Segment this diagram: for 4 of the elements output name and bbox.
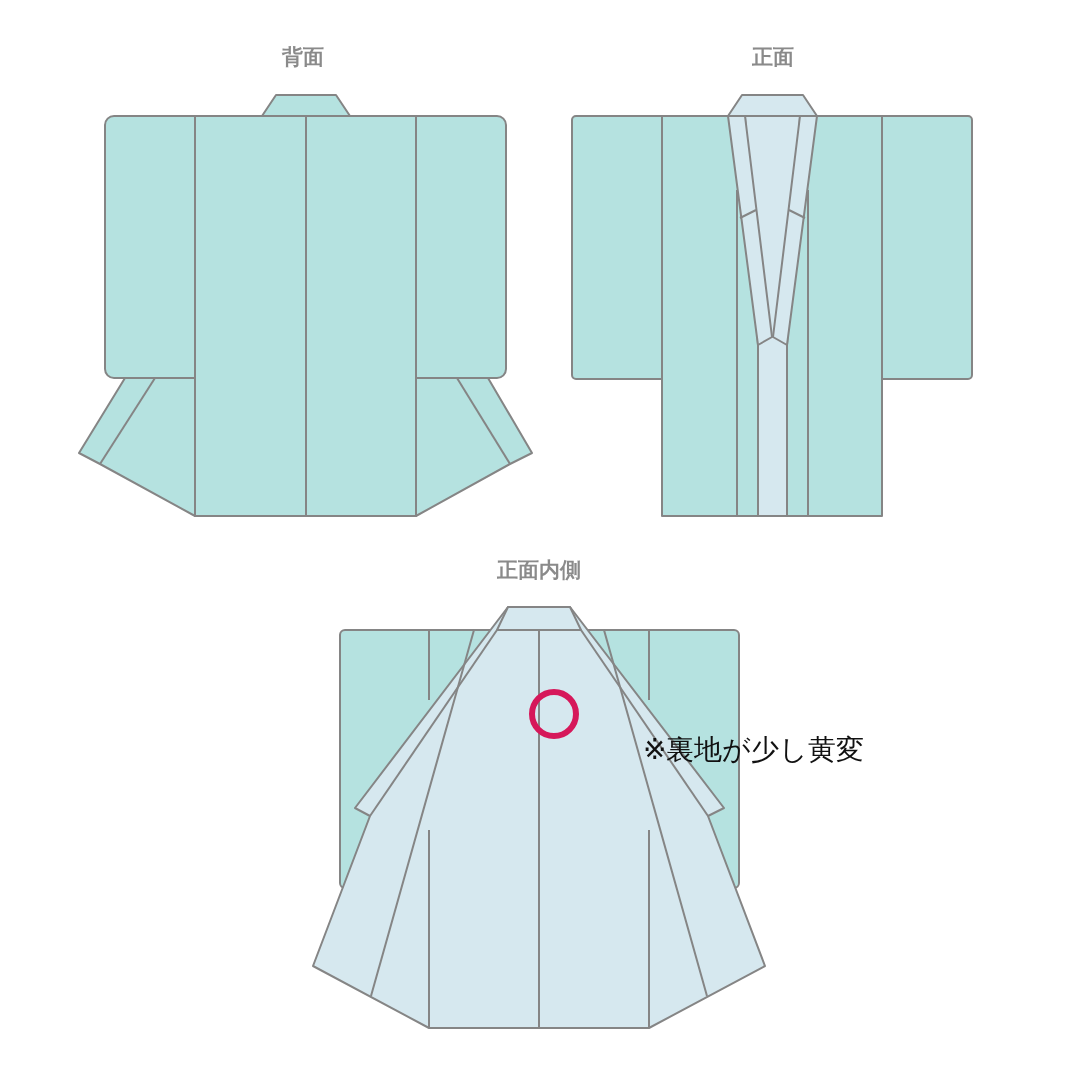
note-text: ※裏地が少し黄変 <box>643 736 865 764</box>
view-title: 背面 <box>282 47 324 68</box>
view-title: 正面 <box>752 47 794 68</box>
view-title: 正面内側 <box>497 560 581 581</box>
